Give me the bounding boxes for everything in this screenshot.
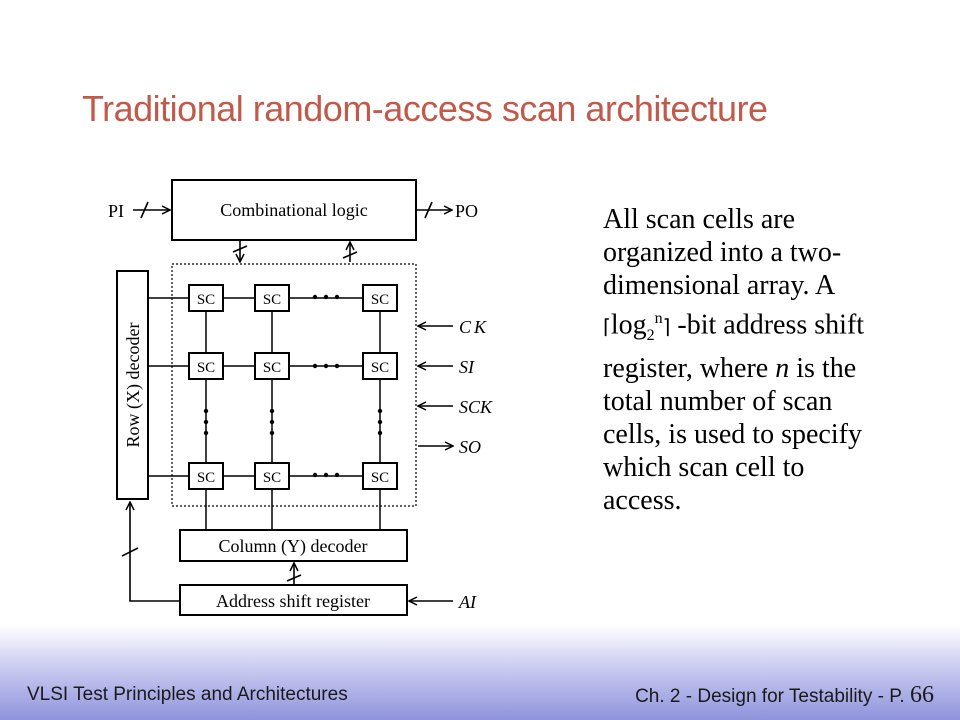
svg-text:SC: SC [197, 360, 215, 376]
pi-label: PI [108, 201, 124, 221]
svg-text:SC: SC [263, 360, 281, 376]
svg-text:SC: SC [263, 470, 281, 486]
scan-cell [362, 462, 398, 490]
so-label: SO [459, 437, 481, 457]
address-shift-register-label: Address shift register [216, 591, 370, 611]
footer-course-title: VLSI Test Principles and Architectures [27, 684, 348, 705]
svg-text:SC: SC [371, 292, 389, 308]
svg-text:SC: SC [371, 360, 389, 376]
page-number: 66 [910, 682, 934, 708]
ai-label: AI [458, 592, 477, 612]
footer-chapter-page: Ch. 2 - Design for Testability - P. 66 [635, 682, 934, 708]
scan-cell [188, 284, 224, 312]
footer-band [0, 625, 960, 720]
description-text: All scan cells are organized into a two-… [603, 204, 865, 516]
sck-label: SCK [459, 397, 493, 417]
svg-text:SC: SC [197, 292, 215, 308]
po-label: PO [455, 201, 478, 221]
svg-text:SC: SC [371, 470, 389, 486]
slide-title: Traditional random-access scan architect… [82, 88, 768, 129]
vertical-ellipsis [203, 408, 383, 436]
combinational-logic-label: Combinational logic [220, 200, 367, 220]
column-decoder-box [179, 529, 408, 562]
scan-cell [254, 284, 290, 312]
address-shift-register-box [179, 584, 408, 616]
scan-cell [362, 352, 398, 380]
svg-text:SC: SC [263, 292, 281, 308]
scan-cell [188, 352, 224, 380]
scan-array-boundary [171, 263, 417, 507]
scan-cell [362, 284, 398, 312]
ck-label: CK [459, 317, 489, 337]
row-decoder-label: Row (X) decoder [123, 323, 144, 448]
scan-cell [254, 352, 290, 380]
combinational-logic-box [171, 179, 417, 241]
scan-cell [188, 462, 224, 490]
row-decoder-box [116, 270, 149, 500]
si-label: SI [459, 357, 475, 377]
row-address-bus [130, 502, 180, 602]
column-decoder-label: Column (Y) decoder [219, 536, 368, 557]
scan-cell [254, 462, 290, 490]
horizontal-ellipsis [312, 294, 340, 478]
svg-text:SC: SC [197, 470, 215, 486]
